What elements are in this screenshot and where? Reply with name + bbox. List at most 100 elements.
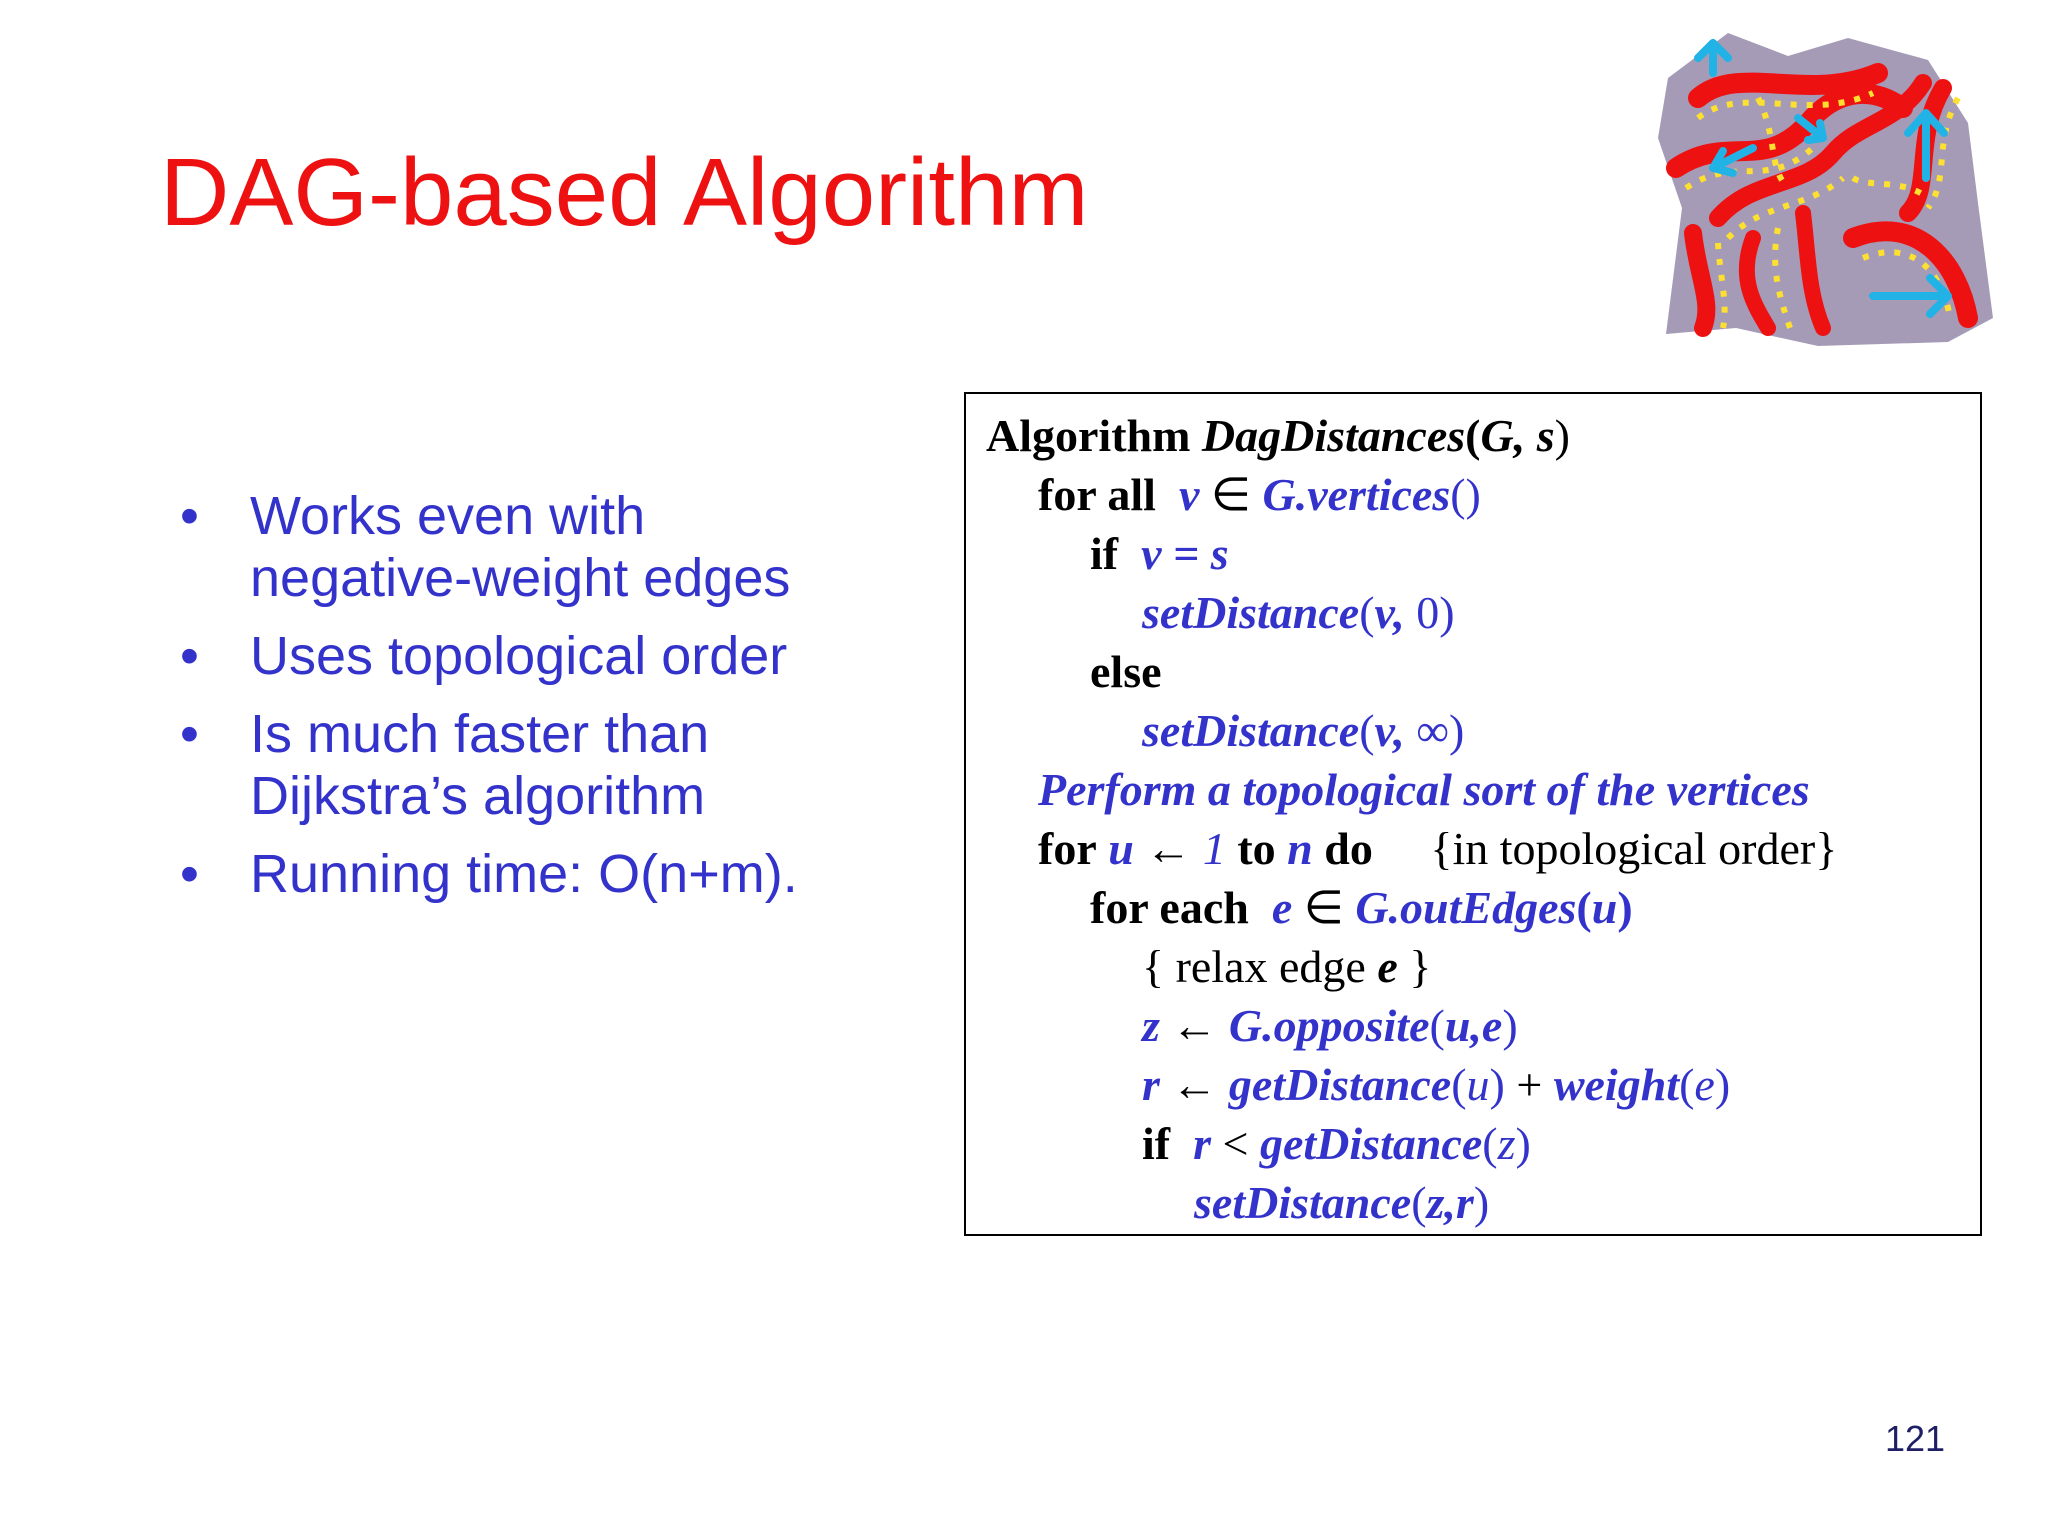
code-line-relax-comment: { relax edge e } [966, 937, 1980, 996]
call-weight: weight [1553, 1059, 1680, 1110]
var-e: e [1271, 882, 1293, 933]
paren: ( [1429, 1000, 1445, 1051]
algorithm-args: G, s [1480, 410, 1555, 461]
paren: ) [1554, 410, 1570, 461]
left-arrow-symbol: ← [1145, 823, 1192, 874]
call-set-distance: setDistance [1142, 705, 1360, 756]
call-g-vertices: G.vertices [1262, 469, 1451, 520]
bullet-marker: • [180, 486, 199, 546]
keyword-else: else [1090, 646, 1162, 697]
paren: ) [1515, 1118, 1531, 1169]
args-u-e: u,e [1444, 1000, 1503, 1051]
relax-comment-close: } [1409, 941, 1432, 992]
var-e: e [1377, 941, 1398, 992]
arg-v: v, [1374, 587, 1405, 638]
algorithm-name: DagDistances [1201, 410, 1466, 461]
bullet-item: • Works even with negative-weight edges [180, 485, 880, 609]
var-z: z [1142, 1000, 1160, 1051]
algorithm-header: Algorithm DagDistances(G, s) [966, 406, 1980, 465]
call-set-distance: setDistance [1194, 1177, 1412, 1228]
paren: ( [1359, 587, 1375, 638]
var-v: v [1178, 469, 1200, 520]
relax-comment-text: { relax edge [1142, 941, 1366, 992]
code-line-set-infinity: setDistance(v, ∞) [966, 701, 1980, 760]
paren: ( [1451, 1059, 1467, 1110]
paren: ( [1482, 1118, 1498, 1169]
code-line-r-assign: r ← getDistance(u) + weight(e) [966, 1055, 1980, 1114]
page-number: 121 [1885, 1418, 1946, 1459]
paren: ) [1449, 705, 1465, 756]
var-r: r [1142, 1059, 1160, 1110]
code-line-else: else [966, 642, 1980, 701]
paren: ) [1489, 1059, 1505, 1110]
code-line-if: if v = s [966, 524, 1980, 583]
range-end: n [1287, 823, 1313, 874]
call-g-opposite: G.opposite [1228, 1000, 1430, 1051]
call-g-out-edges: G.outEdges [1355, 882, 1577, 933]
keyword-if: if [1090, 528, 1119, 579]
bullet-marker: • [180, 626, 199, 686]
bullet-item: • Running time: O(n+m). [180, 843, 880, 905]
bullet-text: Uses topological order [250, 626, 788, 686]
paren: ( [1411, 1177, 1427, 1228]
plus-symbol: + [1516, 1059, 1543, 1110]
element-of-symbol: ∈ [1210, 469, 1251, 520]
var-r: r [1193, 1118, 1212, 1169]
parens: () [1450, 469, 1481, 520]
code-line-z-assign: z ← G.opposite(u,e) [966, 996, 1980, 1055]
keyword-to: to [1237, 823, 1276, 874]
arg-zero: 0 [1416, 587, 1440, 638]
bullet-list: • Works even with negative-weight edges … [180, 485, 880, 921]
code-line-for-all: for all v ∈ G.vertices() [966, 465, 1980, 524]
call-set-distance: setDistance [1142, 587, 1360, 638]
keyword-for-each: for each [1090, 882, 1249, 933]
arg-u: u [1466, 1059, 1490, 1110]
paren: ) [1439, 587, 1455, 638]
arg-v: v, [1374, 705, 1405, 756]
keyword-if: if [1142, 1118, 1171, 1169]
keyword-for: for [1038, 823, 1097, 874]
code-line-set-zero: setDistance(v, 0) [966, 583, 1980, 642]
left-arrow-symbol: ← [1171, 1059, 1218, 1110]
var-u: u [1108, 823, 1134, 874]
paren: ) [1502, 1000, 1518, 1051]
paren: ( [1576, 882, 1592, 933]
code-line-set-z-r: setDistance(z,r) [966, 1173, 1980, 1232]
slide-title: DAG-based Algorithm [160, 139, 1089, 246]
args-z-r: z,r [1426, 1177, 1474, 1228]
call-get-distance: getDistance [1259, 1118, 1483, 1169]
paren: ) [1617, 882, 1633, 933]
keyword-do: do [1324, 823, 1373, 874]
paren: ( [1465, 410, 1481, 461]
keyword-for-all: for all [1038, 469, 1156, 520]
maze-logo-icon [1658, 33, 1993, 346]
bullet-item: • Uses topological order [180, 625, 880, 687]
arg-z: z [1497, 1118, 1516, 1169]
arg-u: u [1591, 882, 1618, 933]
condition-v-eq-s: v = s [1141, 528, 1229, 579]
range-start: 1 [1202, 823, 1226, 874]
code-line-for-each: for each e ∈ G.outEdges(u) [966, 878, 1980, 937]
element-of-symbol: ∈ [1303, 882, 1344, 933]
code-line-if-compare: if r < getDistance(z) [966, 1114, 1980, 1173]
paren: ) [1473, 1177, 1490, 1228]
algorithm-keyword: Algorithm [986, 410, 1191, 461]
call-get-distance: getDistance [1228, 1059, 1452, 1110]
arg-infinity: ∞ [1416, 705, 1450, 756]
algorithm-box: Algorithm DagDistances(G, s) for all v ∈… [964, 392, 1982, 1236]
topological-order-comment: {in topological order} [1430, 823, 1838, 874]
paren: ( [1359, 705, 1375, 756]
bullet-text: Running time: O(n+m). [250, 844, 798, 904]
left-arrow-symbol: ← [1171, 1000, 1218, 1051]
paren: ) [1714, 1059, 1731, 1110]
paren: ( [1679, 1059, 1695, 1110]
code-line-topological-sort: Perform a topological sort of the vertic… [966, 760, 1980, 819]
less-than-symbol: < [1222, 1118, 1249, 1169]
bullet-item: • Is much faster than Dijkstra’s algorit… [180, 703, 880, 827]
bullet-marker: • [180, 844, 199, 904]
bullet-text: Is much faster than Dijkstra’s algorithm [250, 704, 710, 826]
bullet-text: Works even with negative-weight edges [250, 486, 791, 608]
bullet-marker: • [180, 704, 199, 764]
topological-sort-step: Perform a topological sort of the vertic… [1038, 764, 1810, 815]
arg-e: e [1694, 1059, 1715, 1110]
